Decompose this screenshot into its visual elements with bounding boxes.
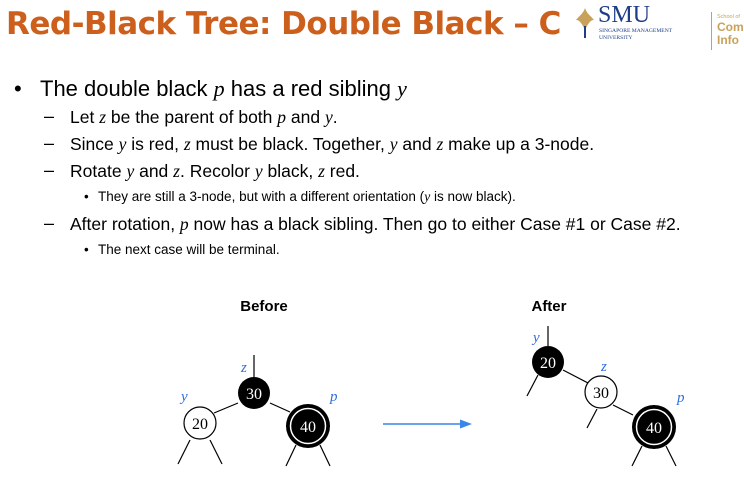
logo-subtitle: SINGAPORE MANAGEMENT UNIVERSITY (599, 28, 672, 41)
edge-p-left-after (631, 445, 643, 467)
rotation-arrow (383, 419, 472, 429)
bullet-1-1: Let z be the parent of both p and y. (70, 107, 338, 127)
logo-name: SMU (598, 2, 651, 28)
logo-sub-line2: UNIVERSITY (599, 34, 633, 41)
smu-crest-icon (576, 8, 594, 38)
edge-z-y (213, 402, 239, 414)
school-small-text: School of (717, 14, 740, 20)
label-z-after: z (600, 359, 607, 375)
before-tree: 30 20 40 z y p (177, 355, 338, 467)
edge-y-right (209, 439, 223, 465)
bullet-dot-small: • (84, 242, 89, 257)
school-name-line2: Info (717, 33, 739, 47)
node-p-after (635, 408, 673, 446)
bullet-dash: – (44, 213, 55, 233)
node-y-before (183, 406, 217, 440)
bullet-1-3-1: They are still a 3-node, but with a diff… (98, 189, 516, 204)
edge-p-right (319, 444, 331, 467)
after-tree: 20 30 40 y z p (526, 326, 685, 467)
bullet-1-4-1: The next case will be terminal. (98, 242, 280, 257)
label-y-after: y (531, 330, 540, 346)
node-z-before-value: 30 (246, 386, 262, 403)
edge-p-right-after (665, 445, 677, 467)
bullet-dot-small: • (84, 189, 89, 204)
edge-y-z-after (562, 369, 589, 384)
edge-z-left-after (586, 408, 598, 429)
label-p-after: p (676, 390, 685, 406)
bullet-dash: – (44, 133, 55, 153)
logo-sub-line1: SINGAPORE MANAGEMENT (599, 28, 673, 34)
school-name-line1: Com (717, 20, 744, 34)
node-y-before-value: 20 (192, 416, 208, 433)
bullet-dash: – (44, 106, 55, 126)
edge-y-left-after (526, 374, 539, 397)
label-p-before: p (329, 389, 338, 405)
node-z-after-value: 30 (593, 385, 609, 402)
node-y-after-value: 20 (540, 355, 556, 372)
edge-y-left (177, 439, 191, 465)
node-y-after (532, 346, 564, 378)
label-z-before: z (240, 360, 247, 376)
node-z-before (238, 377, 270, 409)
smu-logo: SMU SINGAPORE MANAGEMENT UNIVERSITY Scho… (560, 2, 744, 50)
before-label: Before (240, 298, 288, 315)
bullet-1-3: Rotate y and z. Recolor y black, z red. (70, 161, 360, 181)
node-p-after-value: 40 (646, 420, 662, 437)
school-name: Com Info (717, 21, 744, 47)
edge-p-left (285, 444, 297, 467)
after-label: After (531, 298, 566, 315)
node-p-before (289, 407, 327, 445)
label-y-before: y (179, 389, 188, 405)
bullet-dot: • (14, 76, 22, 101)
arrow-head-icon (460, 419, 472, 429)
bullet-1-4: After rotation, p now has a black siblin… (70, 214, 681, 234)
bullet-1-2: Since y is red, z must be black. Togethe… (70, 134, 595, 154)
edge-z-p (269, 402, 291, 413)
logo-divider (711, 12, 712, 50)
node-z-after (584, 375, 618, 409)
bullet-dash: – (44, 160, 55, 180)
bullet-1: The double black p has a red sibling y (40, 76, 407, 101)
edge-z-p-after (612, 404, 634, 416)
node-p-before-value: 40 (300, 419, 316, 436)
